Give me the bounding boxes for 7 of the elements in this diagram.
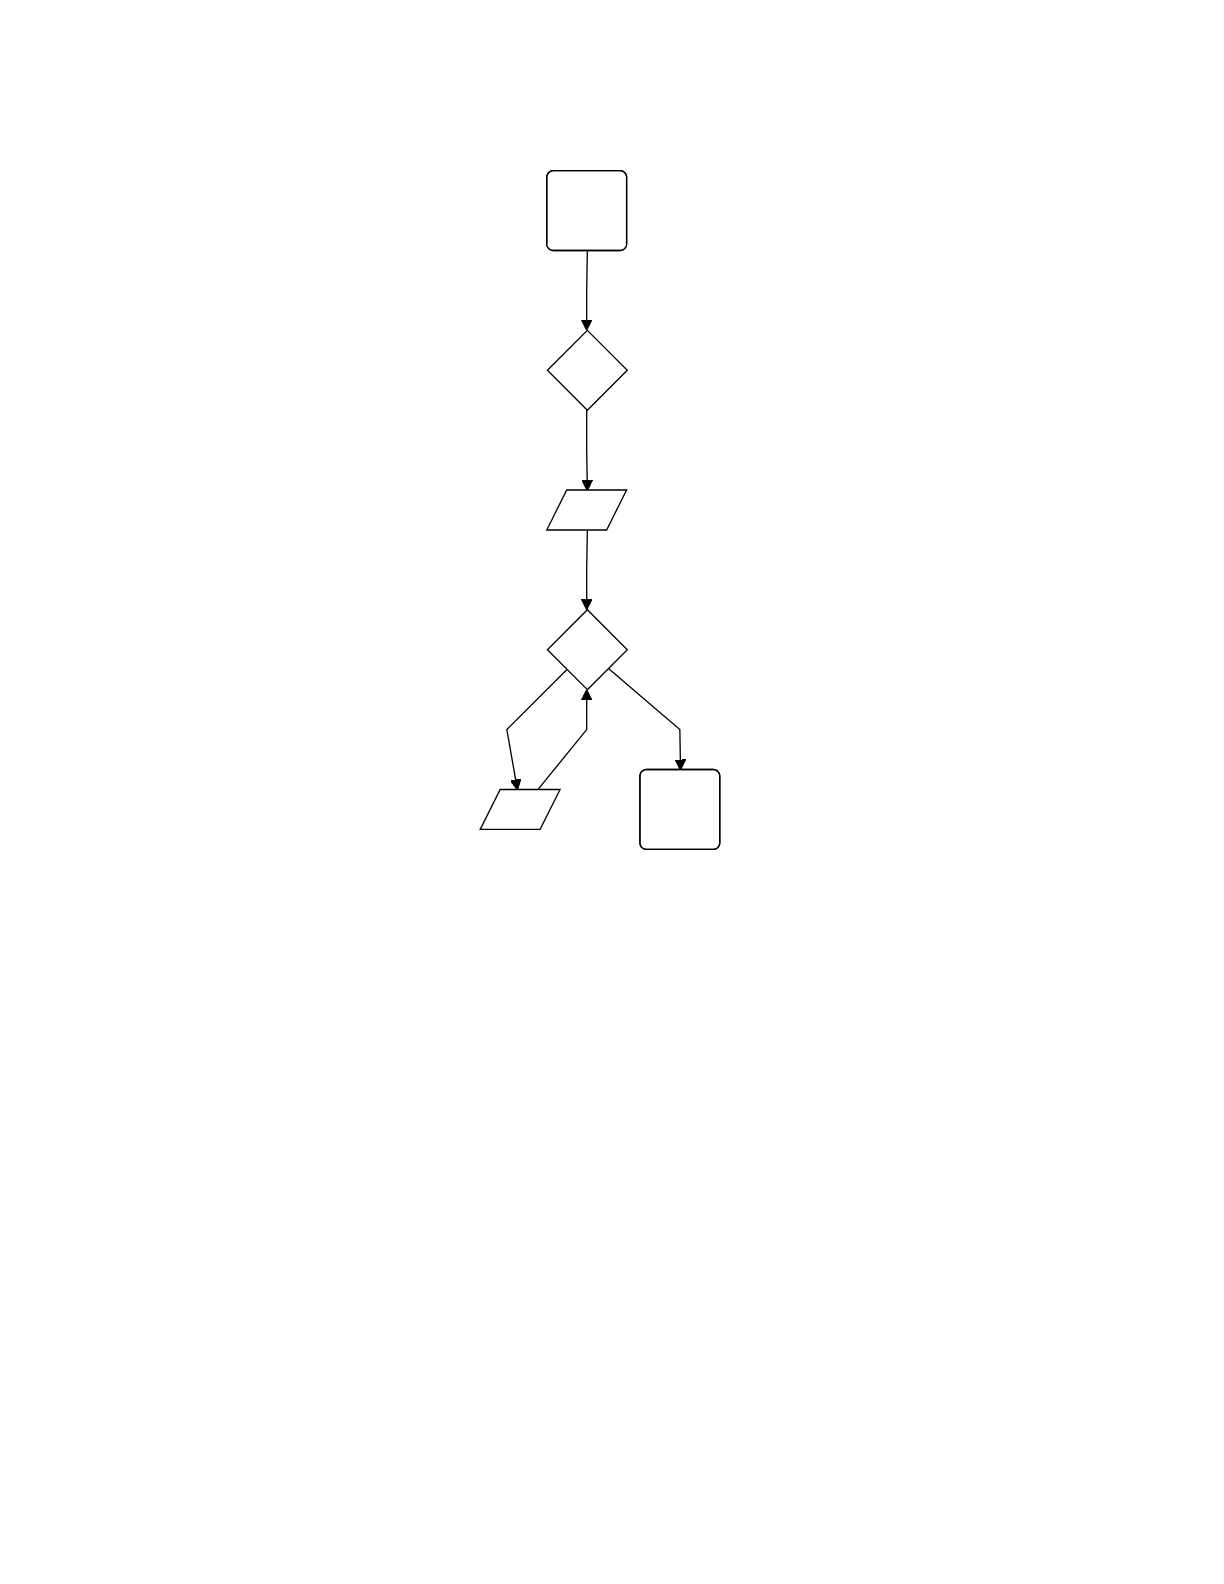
node-diamond — [546, 608, 629, 691]
arrow — [580, 529, 593, 611]
arrow — [580, 250, 593, 331]
node-diamond — [546, 329, 629, 412]
node-parallelogram — [479, 788, 562, 831]
arrow — [607, 667, 687, 771]
node-parallelogram — [545, 489, 628, 531]
